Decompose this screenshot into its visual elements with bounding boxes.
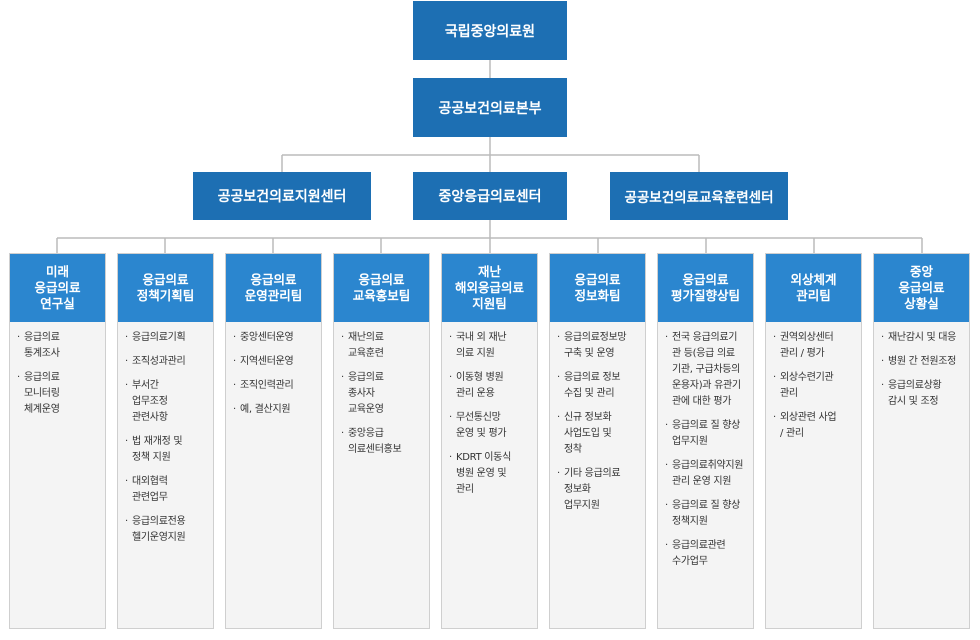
team-duty-item: 신규 정보화 사업도입 및 정착: [556, 410, 641, 458]
team-duty-item: 응급의료 질 향상 정책지원: [664, 498, 749, 530]
institute-box: 국립중앙의료원: [413, 1, 567, 60]
team-duty-item: 국내 외 재난 의료 지원: [448, 330, 533, 362]
team-duty-item: 응급의료관련 수가업무: [664, 538, 749, 570]
team-duty-list: 응급의료 통계조사응급의료 모니터링 체계운영: [10, 322, 105, 418]
team-duty-item: 응급의료 종사자 교육운영: [340, 370, 425, 418]
team-header: 응급의료 교육홍보팀: [334, 254, 429, 322]
team-header: 외상체계 관리팀: [766, 254, 861, 322]
team-duty-item: 병원 간 전원조정: [880, 354, 965, 370]
team-duty-item: 응급의료기획: [124, 330, 209, 346]
team-duty-item: 기타 응급의료 정보화 업무지원: [556, 466, 641, 514]
team-duty-item: 응급의료 정보 수집 및 관리: [556, 370, 641, 402]
team-duty-item: 예, 결산지원: [232, 402, 317, 418]
team-duty-item: KDRT 이동식 병원 운영 및 관리: [448, 450, 533, 498]
team-duty-item: 응급의료전용 헬기운영지원: [124, 514, 209, 546]
team-duty-item: 응급의료상황 감시 및 조정: [880, 378, 965, 410]
team-duty-list: 재난감시 및 대응병원 간 전원조정응급의료상황 감시 및 조정: [874, 322, 969, 410]
team-duty-list: 재난의료 교육훈련응급의료 종사자 교육운영중앙응급 의료센터홍보: [334, 322, 429, 458]
team-header: 중앙 응급의료 상황실: [874, 254, 969, 322]
team-column: 응급의료 운영관리팀중앙센터운영지역센터운영조직인력관리예, 결산지원: [225, 253, 322, 629]
team-duty-item: 권역외상센터 관리 / 평가: [772, 330, 857, 362]
team-column: 미래 응급의료 연구실응급의료 통계조사응급의료 모니터링 체계운영: [9, 253, 106, 629]
team-duty-item: 전국 응급의료기 관 등(응급 의료 기관, 구급차등의 운용자)과 유관기 관…: [664, 330, 749, 410]
team-duty-item: 외상수련기관 관리: [772, 370, 857, 402]
team-duty-list: 전국 응급의료기 관 등(응급 의료 기관, 구급차등의 운용자)과 유관기 관…: [658, 322, 753, 570]
team-duty-item: 법 재개정 및 정책 지원: [124, 434, 209, 466]
team-column: 응급의료 평가질향상팀전국 응급의료기 관 등(응급 의료 기관, 구급차등의 …: [657, 253, 754, 629]
team-duty-item: 부서간 업무조정 관련사항: [124, 378, 209, 426]
team-column: 중앙 응급의료 상황실재난감시 및 대응병원 간 전원조정응급의료상황 감시 및…: [873, 253, 970, 629]
team-duty-item: 응급의료 질 향상 업무지원: [664, 418, 749, 450]
team-duty-item: 무선통신망 운영 및 평가: [448, 410, 533, 442]
team-duty-item: 대외협력 관련업무: [124, 474, 209, 506]
team-duty-list: 국내 외 재난 의료 지원이동형 병원 관리 운용무선통신망 운영 및 평가 KD…: [442, 322, 537, 498]
team-duty-item: 응급의료정보망 구축 및 운영: [556, 330, 641, 362]
team-header: 응급의료 정보화팀: [550, 254, 645, 322]
center-box-public-support: 공공보건의료지원센터: [193, 172, 371, 220]
team-duty-list: 권역외상센터 관리 / 평가외상수련기관 관리외상관련 사업 / 관리: [766, 322, 861, 442]
division-box: 공공보건의료본부: [413, 78, 567, 137]
team-duty-item: 재난의료 교육훈련: [340, 330, 425, 362]
team-column: 외상체계 관리팀권역외상센터 관리 / 평가외상수련기관 관리외상관련 사업 /…: [765, 253, 862, 629]
team-duty-item: 중앙센터운영: [232, 330, 317, 346]
team-header: 응급의료 정책기획팀: [118, 254, 213, 322]
team-duty-item: 응급의료 모니터링 체계운영: [16, 370, 101, 418]
team-duty-item: 지역센터운영: [232, 354, 317, 370]
team-duty-item: 외상관련 사업 / 관리: [772, 410, 857, 442]
team-column: 재난 해외응급의료 지원팀국내 외 재난 의료 지원이동형 병원 관리 운용무선…: [441, 253, 538, 629]
team-duty-item: 조직인력관리: [232, 378, 317, 394]
team-duty-item: 응급의료취약지원 관리 운영 지원: [664, 458, 749, 490]
team-header: 응급의료 운영관리팀: [226, 254, 321, 322]
team-duty-item: 재난감시 및 대응: [880, 330, 965, 346]
team-duty-list: 응급의료기획조직성과관리부서간 업무조정 관련사항법 재개정 및 정책 지원대외…: [118, 322, 213, 546]
center-box-emergency: 중앙응급의료센터: [413, 172, 567, 220]
team-header: 미래 응급의료 연구실: [10, 254, 105, 322]
team-duty-item: 응급의료 통계조사: [16, 330, 101, 362]
team-duty-item: 조직성과관리: [124, 354, 209, 370]
team-column: 응급의료 교육홍보팀재난의료 교육훈련응급의료 종사자 교육운영중앙응급 의료센…: [333, 253, 430, 629]
team-column: 응급의료 정책기획팀응급의료기획조직성과관리부서간 업무조정 관련사항법 재개정…: [117, 253, 214, 629]
team-duty-item: 이동형 병원 관리 운용: [448, 370, 533, 402]
team-duty-item: 중앙응급 의료센터홍보: [340, 426, 425, 458]
team-header: 응급의료 평가질향상팀: [658, 254, 753, 322]
center-box-education: 공공보건의료교육훈련센터: [610, 172, 788, 220]
team-duty-list: 중앙센터운영지역센터운영조직인력관리예, 결산지원: [226, 322, 321, 418]
team-header: 재난 해외응급의료 지원팀: [442, 254, 537, 322]
